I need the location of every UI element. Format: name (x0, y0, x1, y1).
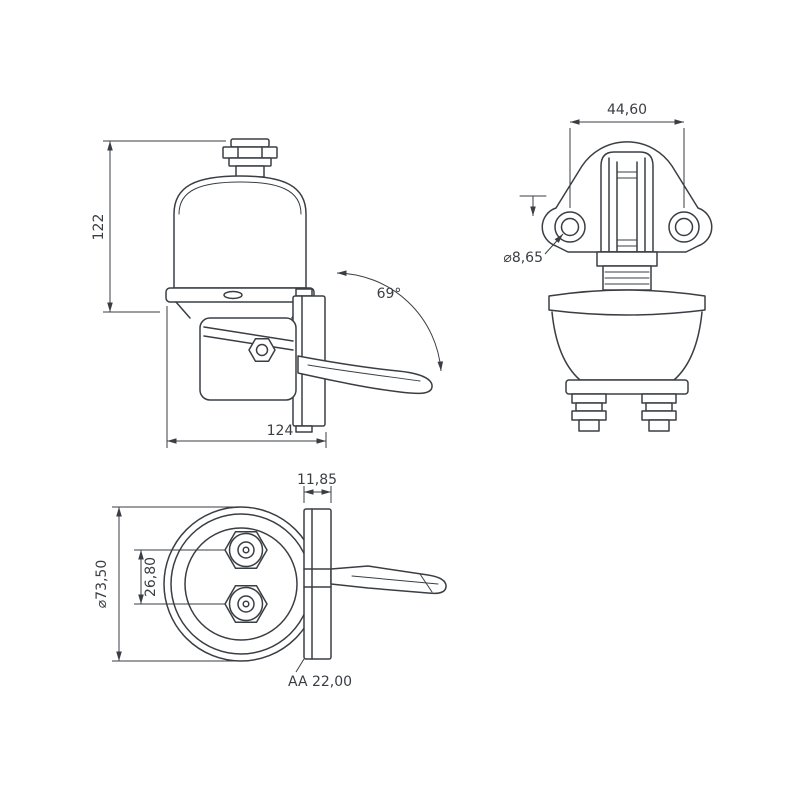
bolt-hole-left (560, 217, 580, 237)
crimp-band-side (548, 289, 706, 316)
flange-width-label: 44,60 (607, 102, 647, 118)
dim-height: 122 (91, 140, 226, 313)
body-inner-circle (184, 527, 298, 641)
bracket-bolt-hex (248, 337, 276, 363)
flange-tab-bottom (295, 425, 313, 433)
port-barb (648, 419, 670, 432)
body-taper (175, 301, 303, 319)
cap-disc (230, 138, 270, 148)
port-neck (645, 402, 673, 412)
lever-line (351, 575, 439, 585)
side-view: 44,60 ⌀8,65 (503, 102, 713, 432)
angle-label: 69° (377, 286, 402, 302)
outlet-fitting (224, 585, 268, 623)
dim-width-label: 124 (267, 423, 294, 439)
housing-outline (600, 151, 654, 253)
bolt-hole-right (674, 217, 694, 237)
cap-washer (228, 157, 272, 167)
fitting-center (242, 600, 250, 608)
dim-flange-width: 44,60 (569, 102, 685, 208)
valve-housing (600, 151, 654, 253)
port-hex (641, 393, 677, 404)
top-cap (222, 138, 278, 178)
fitting-bore (237, 541, 255, 559)
port-hex (571, 393, 607, 404)
bracket-strap (203, 335, 294, 351)
port-neck (575, 402, 603, 412)
diaphragm-cover (173, 175, 307, 289)
hole-diameter-label: ⌀8,65 (503, 250, 543, 266)
collar (596, 251, 658, 291)
dim-port-spacing: 26,80 (134, 549, 225, 605)
cover-seam (178, 181, 302, 215)
bracket-bolt-hole (255, 343, 269, 357)
outlet-ports (571, 393, 677, 432)
flange-edge (303, 508, 332, 660)
bottom-view: ⌀73,50 26,80 11,85 AA 22,00 (94, 472, 447, 690)
cap-hex (222, 146, 278, 159)
body-outer-circle (163, 506, 319, 662)
bracket (199, 317, 297, 401)
flange-offset-label: 11,85 (297, 472, 337, 488)
inlet-fitting (224, 531, 268, 569)
crimp-band (165, 287, 315, 303)
fitting-bore (237, 595, 255, 613)
dim-width: 124 (166, 306, 327, 448)
dim-hole: ⌀8,65 (503, 195, 564, 266)
dim-section: AA 22,00 (288, 658, 352, 690)
port-spacing-label: 26,80 (143, 557, 159, 597)
flange-outline (541, 141, 713, 253)
dim-diameter: ⌀73,50 (94, 506, 236, 662)
bottom-plate (565, 379, 689, 395)
front-view: 122 124 69° (91, 138, 444, 448)
dim-flange-offset: 11,85 (297, 472, 337, 503)
dim-lever-angle: 69° (336, 270, 444, 372)
section-label: AA 22,00 (288, 674, 352, 690)
lever-top (330, 565, 447, 595)
dim-height-label: 122 (91, 214, 107, 241)
leader-line (544, 233, 564, 255)
port-hex (641, 410, 677, 421)
diameter-label: ⌀73,50 (94, 560, 110, 609)
body-side (551, 311, 703, 381)
band-detail (223, 290, 243, 300)
leader-line (295, 658, 305, 673)
lever-arm-line (307, 364, 421, 382)
bracket-strap (203, 326, 294, 342)
lever-fold (419, 573, 433, 593)
flange-plate (303, 508, 332, 660)
port-hex (571, 410, 607, 421)
angle-arc (336, 270, 444, 372)
fitting-center (242, 546, 250, 554)
flange-tab-top (295, 288, 313, 297)
port-barb (578, 419, 600, 432)
collar-hex (596, 251, 658, 267)
